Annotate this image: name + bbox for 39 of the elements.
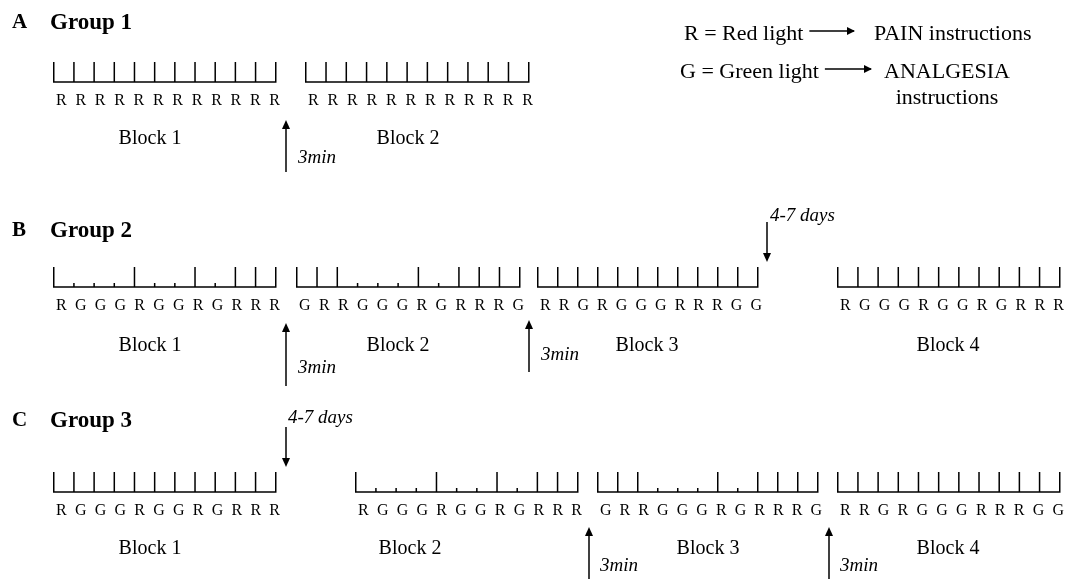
- interval-label: 3min: [298, 355, 336, 379]
- panel-letter: B: [12, 216, 26, 243]
- block-label: Block 4: [916, 535, 980, 560]
- legend-text: R = Red light: [684, 20, 804, 46]
- block-label: Block 1: [118, 125, 182, 150]
- legend-text: ANALGESIA instructions: [872, 58, 1022, 110]
- panel-letter: A: [12, 8, 28, 35]
- interval-label: 4-7 days: [770, 203, 835, 227]
- interval-label: 4-7 days: [288, 405, 353, 429]
- trial-sequence: R R R R R R R R R R R R: [56, 92, 280, 108]
- group-title: Group 3: [50, 406, 133, 434]
- block-label: Block 3: [676, 535, 740, 560]
- block-label: Block 4: [916, 332, 980, 357]
- trial-sequence: G R R G G G R G R R R G: [299, 297, 524, 313]
- block-label: Block 2: [378, 535, 442, 560]
- panel-letter: C: [12, 406, 28, 433]
- trial-sequence: R R G R G G G R R R G G: [840, 502, 1064, 518]
- group-title: Group 2: [50, 216, 133, 244]
- interval-label: 3min: [298, 145, 336, 169]
- group-title: Group 1: [50, 8, 133, 36]
- trial-sequence: R R R R R R R R R R R R: [308, 92, 533, 108]
- arrow: [808, 27, 855, 35]
- interval-label: 3min: [840, 553, 878, 577]
- trial-sequence: R R G R G G G R R R G G: [540, 297, 762, 313]
- block-label: Block 1: [118, 535, 182, 560]
- trial-sequence: R G G G R G G R G R R R: [840, 297, 1064, 313]
- trial-sequence: R G G G R G G R G R R R: [56, 297, 280, 313]
- interval-label: 3min: [600, 553, 638, 577]
- legend-text: PAIN instructions: [855, 20, 1032, 46]
- arrow: [824, 65, 872, 73]
- trial-sequence: G R R G G G R G R R R G: [600, 502, 822, 518]
- interval-label: 3min: [541, 342, 579, 366]
- block-label: Block 1: [118, 332, 182, 357]
- block-label: Block 3: [615, 332, 679, 357]
- trial-sequence: R G G G R G G R G R R R: [358, 502, 582, 518]
- trial-sequence: R G G G R G G R G R R R: [56, 502, 280, 518]
- legend-text: G = Green light: [680, 58, 819, 84]
- block-label: Block 2: [376, 125, 440, 150]
- block-label: Block 2: [366, 332, 430, 357]
